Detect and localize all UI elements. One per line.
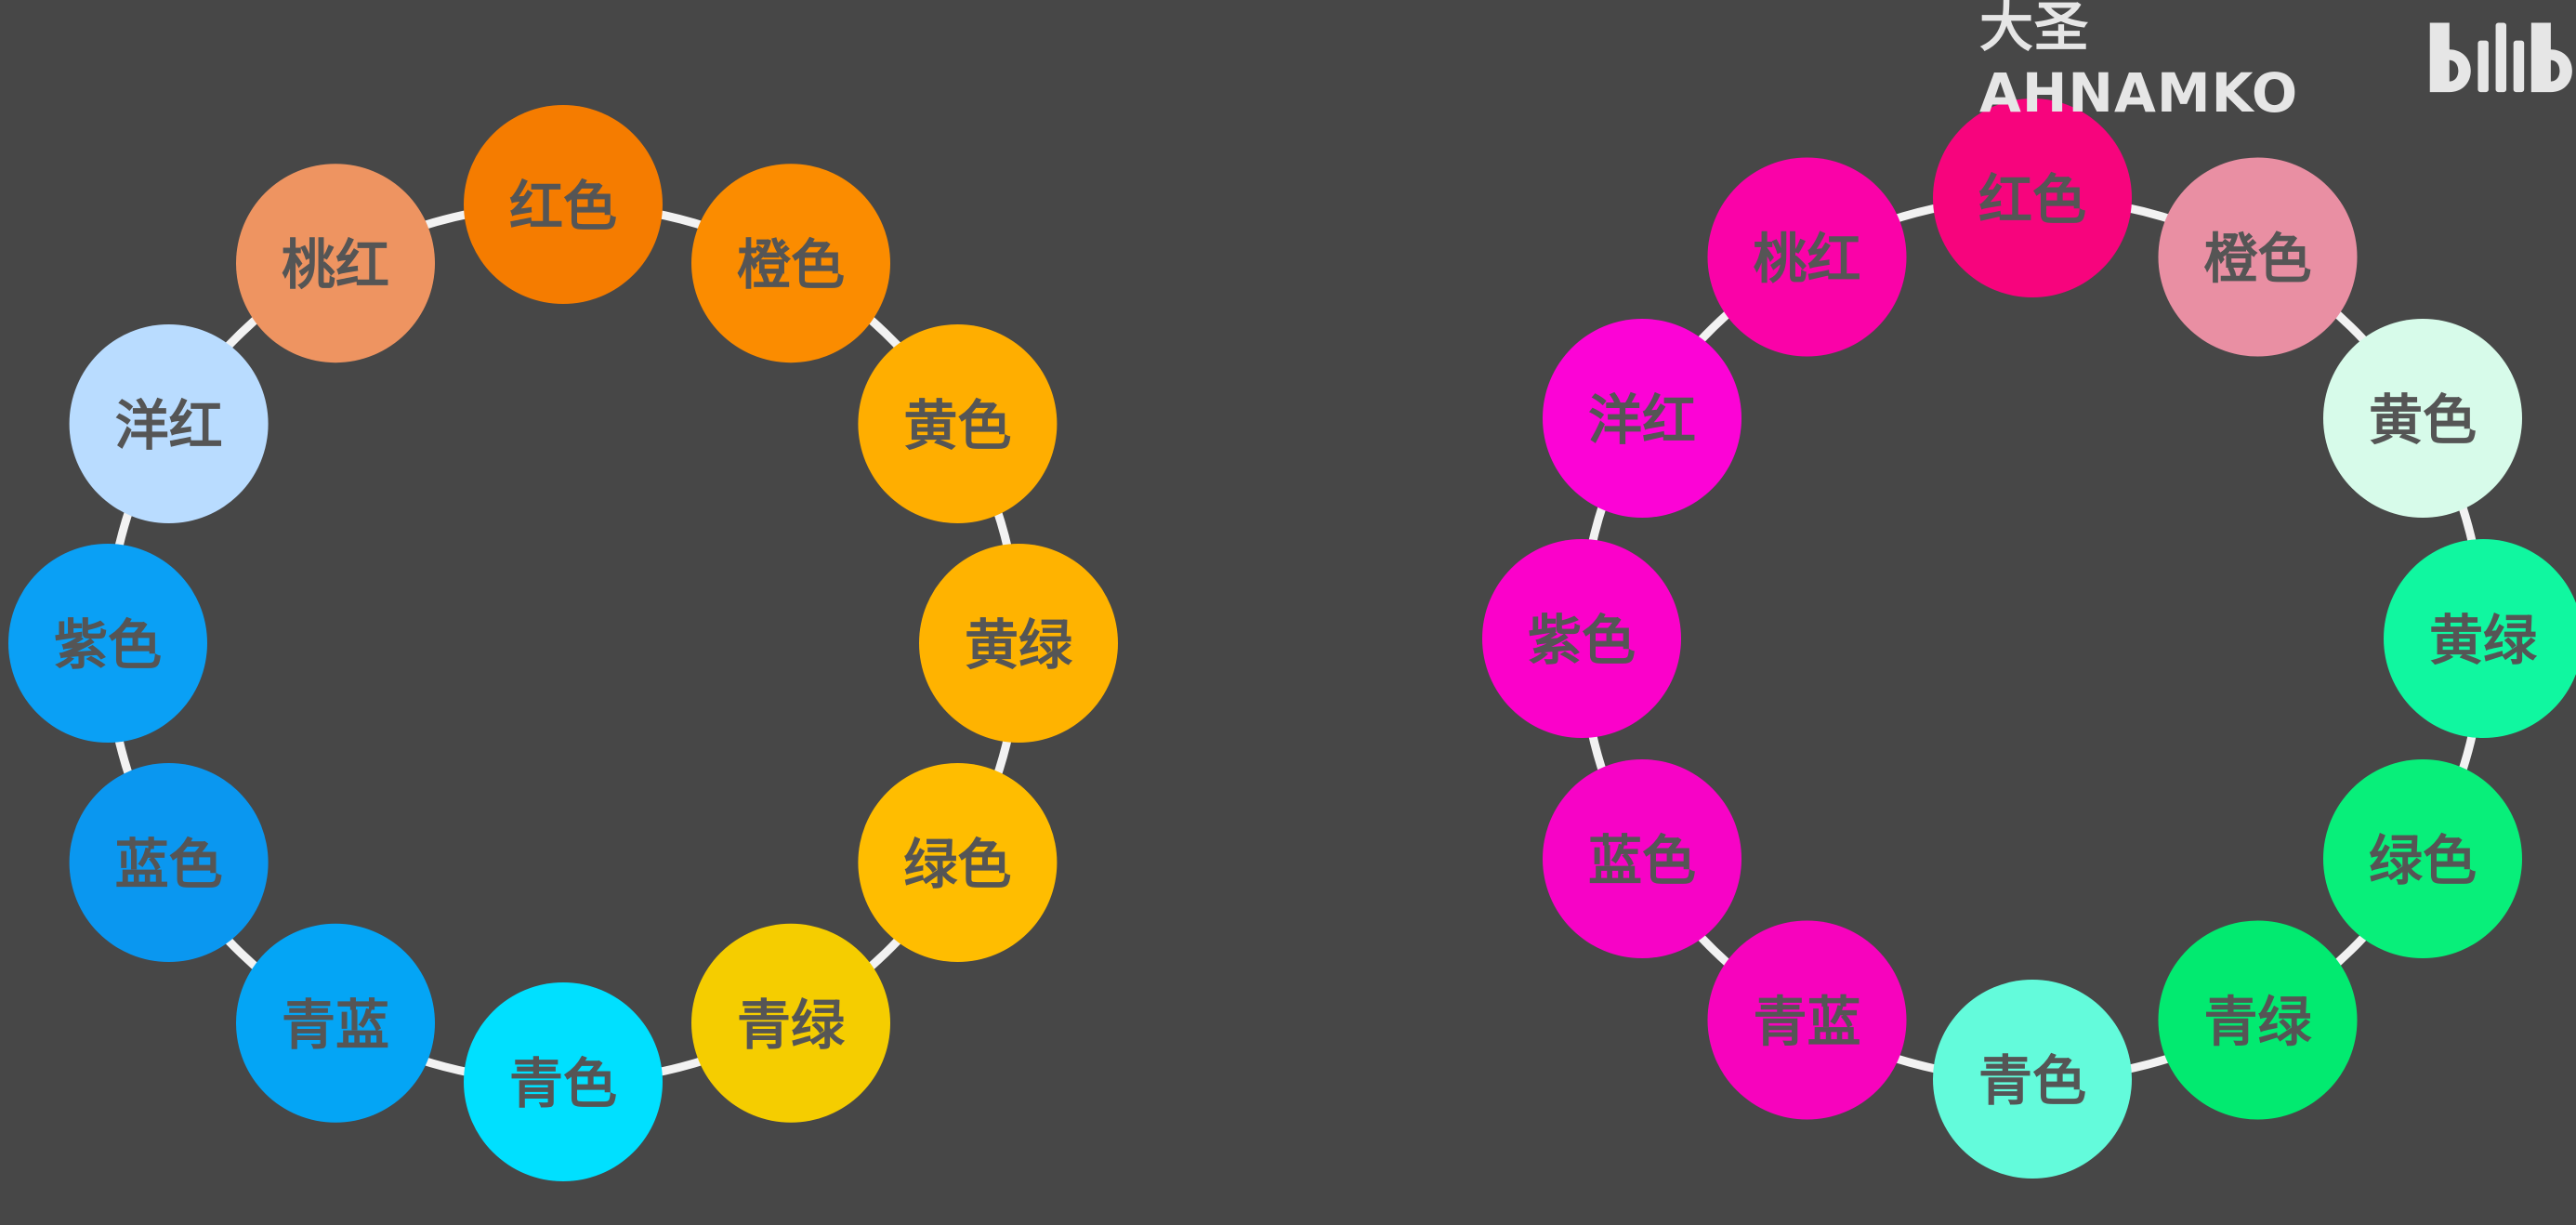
color-node-circle: [1707, 157, 1907, 357]
color-node-circle: [236, 164, 435, 363]
color-node-label: 青色: [509, 1052, 617, 1115]
color-node-label: 青绿: [737, 994, 846, 1057]
color-node: 青绿: [691, 923, 890, 1123]
color-node: 紫色: [1482, 539, 1681, 738]
color-node-circle: [464, 982, 663, 1181]
color-node-circle: [691, 164, 890, 363]
watermark: 大圣AHNAMKO: [1979, 0, 2576, 125]
color-node-circle: [858, 763, 1058, 962]
color-node-label: 青蓝: [282, 994, 389, 1057]
color-node: 桃红: [236, 164, 435, 363]
color-node-label: 黄色: [2369, 389, 2477, 452]
color-node-circle: [8, 544, 207, 743]
color-node-label: 绿色: [2369, 829, 2477, 892]
color-node-label: 青蓝: [1753, 991, 1860, 1054]
color-node: 青绿: [2158, 920, 2358, 1120]
color-node-label: 桃红: [1753, 228, 1860, 291]
color-node-label: 橙色: [737, 233, 845, 296]
color-node-circle: [2384, 539, 2576, 738]
color-node-label: 蓝色: [1588, 829, 1696, 892]
color-node-label: 橙色: [2203, 228, 2311, 291]
color-node: 青色: [1933, 980, 2132, 1179]
color-node: 洋红: [1543, 319, 1741, 518]
color-node-circle: [1482, 539, 1681, 738]
color-node-label: 红色: [1978, 168, 2086, 231]
color-node-label: 洋红: [1588, 389, 1696, 452]
wheel-ring: [103, 200, 1023, 1087]
color-node: 黄色: [2323, 319, 2522, 518]
color-node-circle: [2323, 319, 2522, 518]
color-node-label: 洋红: [115, 394, 223, 457]
color-node: 青蓝: [1707, 920, 1907, 1120]
color-node-label: 黄色: [903, 394, 1011, 457]
color-node-circle: [464, 105, 663, 304]
color-node: 黄绿: [919, 544, 1118, 743]
color-node: 蓝色: [69, 763, 269, 962]
color-node: 橙色: [691, 164, 890, 363]
color-node: 青蓝: [236, 923, 435, 1123]
color-node: 紫色: [8, 544, 207, 743]
color-node-circle: [691, 923, 890, 1123]
color-node-circle: [919, 544, 1118, 743]
color-node: 红色: [464, 105, 663, 304]
color-node-label: 红色: [509, 175, 617, 238]
color-node-circle: [2158, 157, 2358, 357]
color-node-circle: [1543, 319, 1741, 518]
color-node-circle: [2323, 759, 2522, 958]
color-node-label: 黄绿: [2429, 609, 2538, 672]
color-node-circle: [69, 763, 269, 962]
color-node-circle: [236, 923, 435, 1123]
color-node-label: 蓝色: [115, 833, 223, 896]
color-node: 绿色: [2323, 759, 2522, 958]
color-node-circle: [1707, 920, 1907, 1120]
color-node-circle: [1543, 759, 1741, 958]
color-node: 蓝色: [1543, 759, 1741, 958]
color-node-circle: [858, 324, 1058, 523]
watermark-text: 大圣AHNAMKO: [1979, 0, 2299, 125]
color-node-label: 绿色: [903, 833, 1011, 896]
color-node-label: 黄绿: [965, 613, 1073, 677]
bilibili-logo-icon: [2430, 22, 2573, 93]
color-node-label: 桃红: [282, 233, 389, 296]
color-node: 红色: [1933, 99, 2132, 297]
wheel-ring: [1577, 193, 2488, 1084]
color-node-label: 青色: [1978, 1049, 2086, 1113]
color-node-circle: [69, 324, 269, 523]
color-node-circle: [1933, 99, 2132, 297]
color-node: 橙色: [2158, 157, 2358, 357]
color-node: 黄绿: [2384, 539, 2576, 738]
color-node: 洋红: [69, 324, 269, 523]
color-node-label: 紫色: [1528, 609, 1636, 672]
color-node-label: 紫色: [54, 613, 162, 677]
color-node-label: 青绿: [2203, 991, 2312, 1054]
color-node: 桃红: [1707, 157, 1907, 357]
color-node: 青色: [464, 982, 663, 1181]
color-node: 绿色: [858, 763, 1058, 962]
color-node-circle: [1933, 980, 2132, 1179]
color-node-circle: [2158, 920, 2358, 1120]
color-node: 黄色: [858, 324, 1058, 523]
